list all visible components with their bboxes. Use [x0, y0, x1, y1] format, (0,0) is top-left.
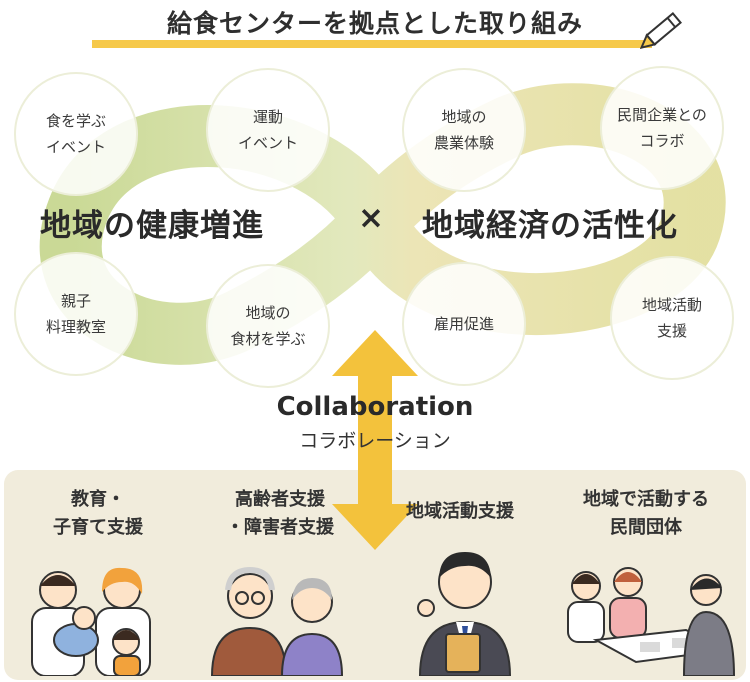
bubble-parent-child-cooking: 親子 料理教室	[14, 252, 138, 376]
seniors-illustration	[210, 566, 344, 676]
official-illustration	[417, 552, 512, 676]
bubble-company-collab: 民間企業との コラボ	[600, 66, 724, 190]
page-title: 給食センターを拠点とした取り組み	[166, 9, 583, 38]
group-elderly-disability: 高齢者支援 ・障害者支援	[226, 489, 334, 538]
bubble-employment: 雇用促進	[402, 262, 526, 386]
family-illustration	[31, 567, 151, 676]
bubble-local-ingredients: 地域の 食材を学ぶ	[206, 264, 330, 388]
double-arrow-icon	[332, 330, 418, 550]
bubble-community-support: 地域活動 支援	[610, 256, 734, 380]
title-underline	[92, 40, 652, 48]
bubble-food-learning-event: 食を学ぶ イベント	[14, 72, 138, 196]
meeting-illustration	[567, 567, 736, 676]
left-heading: 地域の健康増進	[40, 208, 264, 244]
group-private-organizations: 地域で活動する 民間団体	[583, 489, 709, 538]
group-education-childcare: 教育・ 子育て支援	[53, 489, 143, 538]
bubble-exercise-event: 運動 イベント	[206, 68, 330, 192]
cross-mark: ×	[358, 200, 385, 236]
right-heading: 地域経済の活性化	[422, 208, 678, 244]
collaboration-en: Collaboration	[276, 392, 474, 422]
group-community-activity: 地域活動支援	[406, 501, 514, 522]
pencil-icon	[640, 11, 682, 50]
bubble-farming-experience: 地域の 農業体験	[402, 68, 526, 192]
collaboration-ja: コラボレーション	[299, 430, 451, 452]
